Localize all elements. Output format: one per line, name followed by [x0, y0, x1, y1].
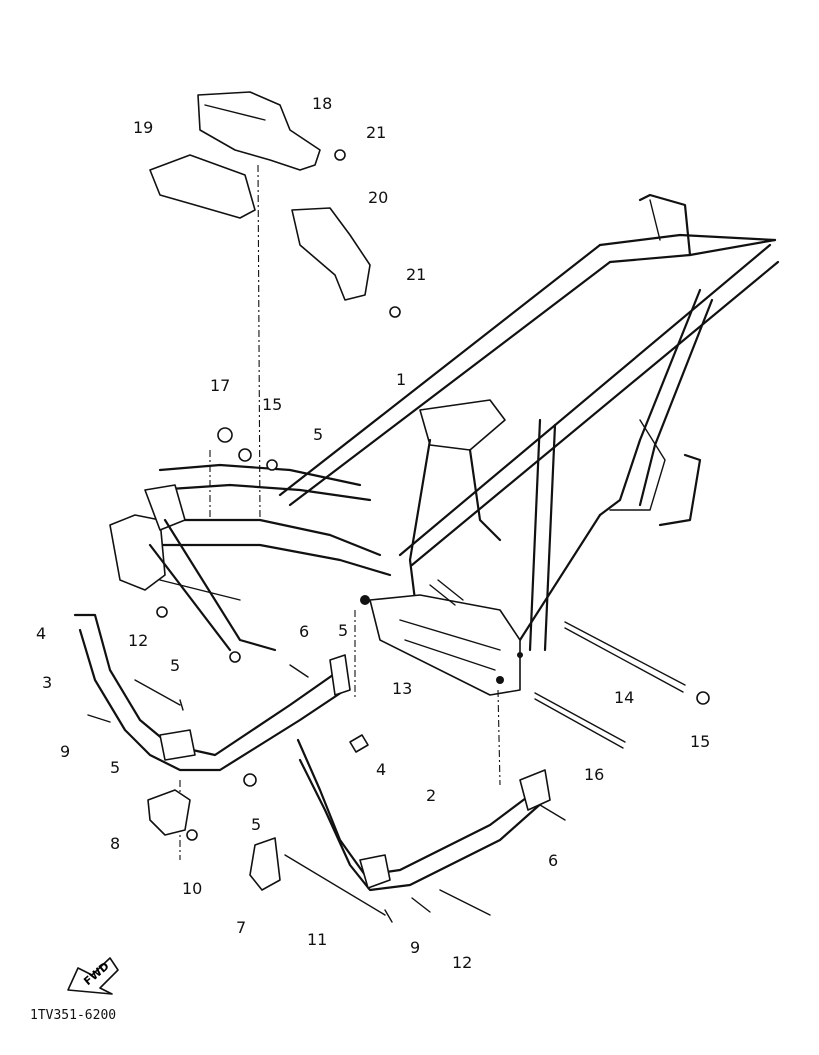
cover-18 [197, 91, 321, 171]
callout-9-left: 9 [60, 742, 71, 761]
callout-14: 14 [614, 688, 635, 707]
bolt-16 [534, 692, 626, 743]
cover-19 [149, 154, 256, 219]
bracket-8 [147, 789, 191, 836]
callout-17: 17 [210, 376, 231, 395]
callout-11: 11 [307, 930, 328, 949]
nut-5-left [156, 606, 168, 618]
callout-15-right: 15 [690, 732, 711, 751]
diagram-code: 1TV351-6200 [30, 1008, 117, 1023]
bolt-14 [564, 621, 686, 686]
callout-12-right: 12 [452, 953, 473, 972]
callout-20: 20 [368, 188, 389, 207]
callout-5-lowleft: 5 [110, 758, 121, 777]
callout-2: 2 [426, 786, 437, 805]
callout-16: 16 [584, 765, 605, 784]
callout-5-top: 5 [313, 425, 324, 444]
callout-6-right: 6 [548, 851, 559, 870]
callout-10: 10 [182, 879, 203, 898]
nut-5-center [229, 651, 241, 663]
bracket-7 [249, 837, 281, 891]
nut-10 [186, 829, 198, 841]
callout-4-left: 4 [36, 624, 47, 643]
cover-20 [291, 207, 371, 301]
right-down-tube [296, 738, 551, 892]
main-frame [109, 193, 780, 696]
nut-5-lower [243, 773, 257, 787]
callout-18: 18 [312, 94, 333, 113]
bolt-12-right [439, 889, 491, 916]
callout-7: 7 [236, 918, 247, 937]
bolt-6-left [289, 664, 309, 678]
callout-15-top: 15 [262, 395, 283, 414]
bolt-21-top [334, 149, 346, 161]
collar-13 [429, 584, 456, 606]
callout-4-right: 4 [376, 760, 387, 779]
nut-15-right [696, 691, 710, 705]
bolt-6-right [539, 804, 566, 821]
bolt-21-lower [389, 306, 401, 318]
callout-6-left: 6 [299, 622, 310, 641]
nut-17 [217, 427, 233, 443]
callout-19: 19 [133, 118, 154, 137]
fwd-arrow-icon: FWD [67, 957, 119, 995]
nut-5-top [266, 459, 278, 471]
callout-5-left: 5 [170, 656, 181, 675]
bolt-9-left [87, 714, 111, 723]
callout-8: 8 [110, 834, 121, 853]
bolt-4-right [349, 734, 369, 753]
bolt-9-right [411, 897, 431, 913]
callout-1: 1 [396, 370, 407, 389]
callout-13: 13 [392, 679, 413, 698]
callout-9-right: 9 [410, 938, 421, 957]
callout-12-left: 12 [128, 631, 149, 650]
bolt-11 [284, 854, 386, 916]
callout-5-lower: 5 [251, 815, 262, 834]
callout-3: 3 [42, 673, 53, 692]
left-down-tube [73, 613, 351, 772]
callout-5-mid: 5 [338, 621, 349, 640]
bolt-12-left [134, 679, 181, 706]
callout-21-lower: 21 [406, 265, 427, 284]
callout-21-top: 21 [366, 123, 387, 142]
nut-15-top [238, 448, 252, 462]
